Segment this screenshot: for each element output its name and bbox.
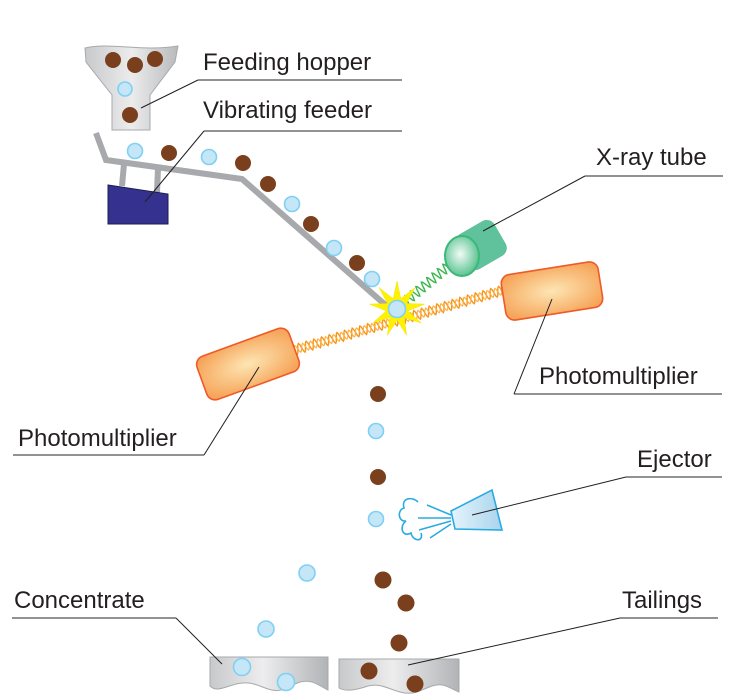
photomultiplier-left <box>195 327 301 401</box>
ore-particle <box>161 145 177 161</box>
mineral-particle <box>363 270 381 288</box>
photomultiplier-right-label: Photomultiplier <box>539 363 698 390</box>
label-ejector: Ejector <box>471 446 722 516</box>
hopper-ore-particle <box>127 57 143 73</box>
feeding-hopper <box>84 45 179 131</box>
ore-particle <box>374 571 392 589</box>
mineral-particle <box>283 195 301 213</box>
mineral-particle <box>126 142 144 160</box>
ore-particle <box>397 594 415 612</box>
ejector-nozzle <box>450 488 504 531</box>
tailings-bin <box>338 658 460 694</box>
ore-particle <box>235 155 251 171</box>
detected-mineral-particle <box>387 299 407 319</box>
label-concentrate: Concentrate <box>12 587 223 665</box>
label-tailings: Tailings <box>407 587 718 666</box>
hopper-ore-particle <box>105 52 121 68</box>
mineral-particle <box>367 510 385 528</box>
vibrating-feeder-label: Vibrating feeder <box>203 97 372 124</box>
concentrate-label: Concentrate <box>14 587 145 614</box>
feeder-motor <box>107 184 169 225</box>
hopper-mineral-particle <box>117 81 133 97</box>
hopper-ore-particle <box>147 51 163 67</box>
label-photomultiplier-left: Photomultiplier <box>13 366 260 456</box>
ore-particle <box>406 675 424 693</box>
mineral-particle <box>298 564 316 582</box>
ore-particle <box>260 176 276 192</box>
label-xray-tube: X-ray tube <box>482 144 723 232</box>
ore-particle <box>349 255 365 271</box>
ore-particle <box>303 216 319 232</box>
ore-particle <box>370 386 386 402</box>
ejector <box>398 488 504 541</box>
detection-flash <box>369 280 425 336</box>
air-blast-icon <box>398 497 452 541</box>
feeding-hopper-label: Feeding hopper <box>203 49 371 76</box>
photomultiplier-left-label: Photomultiplier <box>18 425 177 452</box>
concentrate-bin <box>209 656 329 692</box>
photomultiplier-right <box>500 261 604 321</box>
mineral-particle <box>367 422 385 440</box>
mineral-particle <box>325 239 343 257</box>
mineral-particle <box>232 657 252 677</box>
label-photomultiplier-right: Photomultiplier <box>513 298 722 395</box>
ore-particle <box>360 662 378 680</box>
hopper-ore-particle <box>122 107 138 123</box>
tailings-label: Tailings <box>622 587 702 614</box>
mineral-particle <box>276 672 296 692</box>
xray-tube-label: X-ray tube <box>596 144 707 171</box>
falling-stream <box>257 386 415 652</box>
label-feeding-hopper: Feeding hopper <box>140 49 402 109</box>
feeder-chute <box>93 131 400 319</box>
vibrating-feeder <box>93 131 400 319</box>
mineral-particle <box>257 620 275 638</box>
xray-tube <box>444 219 507 277</box>
ejector-label: Ejector <box>637 446 712 473</box>
mineral-particle <box>200 148 218 166</box>
ore-particle <box>390 634 408 652</box>
ore-particle <box>370 469 386 485</box>
label-vibrating-feeder: Vibrating feeder <box>144 97 402 203</box>
